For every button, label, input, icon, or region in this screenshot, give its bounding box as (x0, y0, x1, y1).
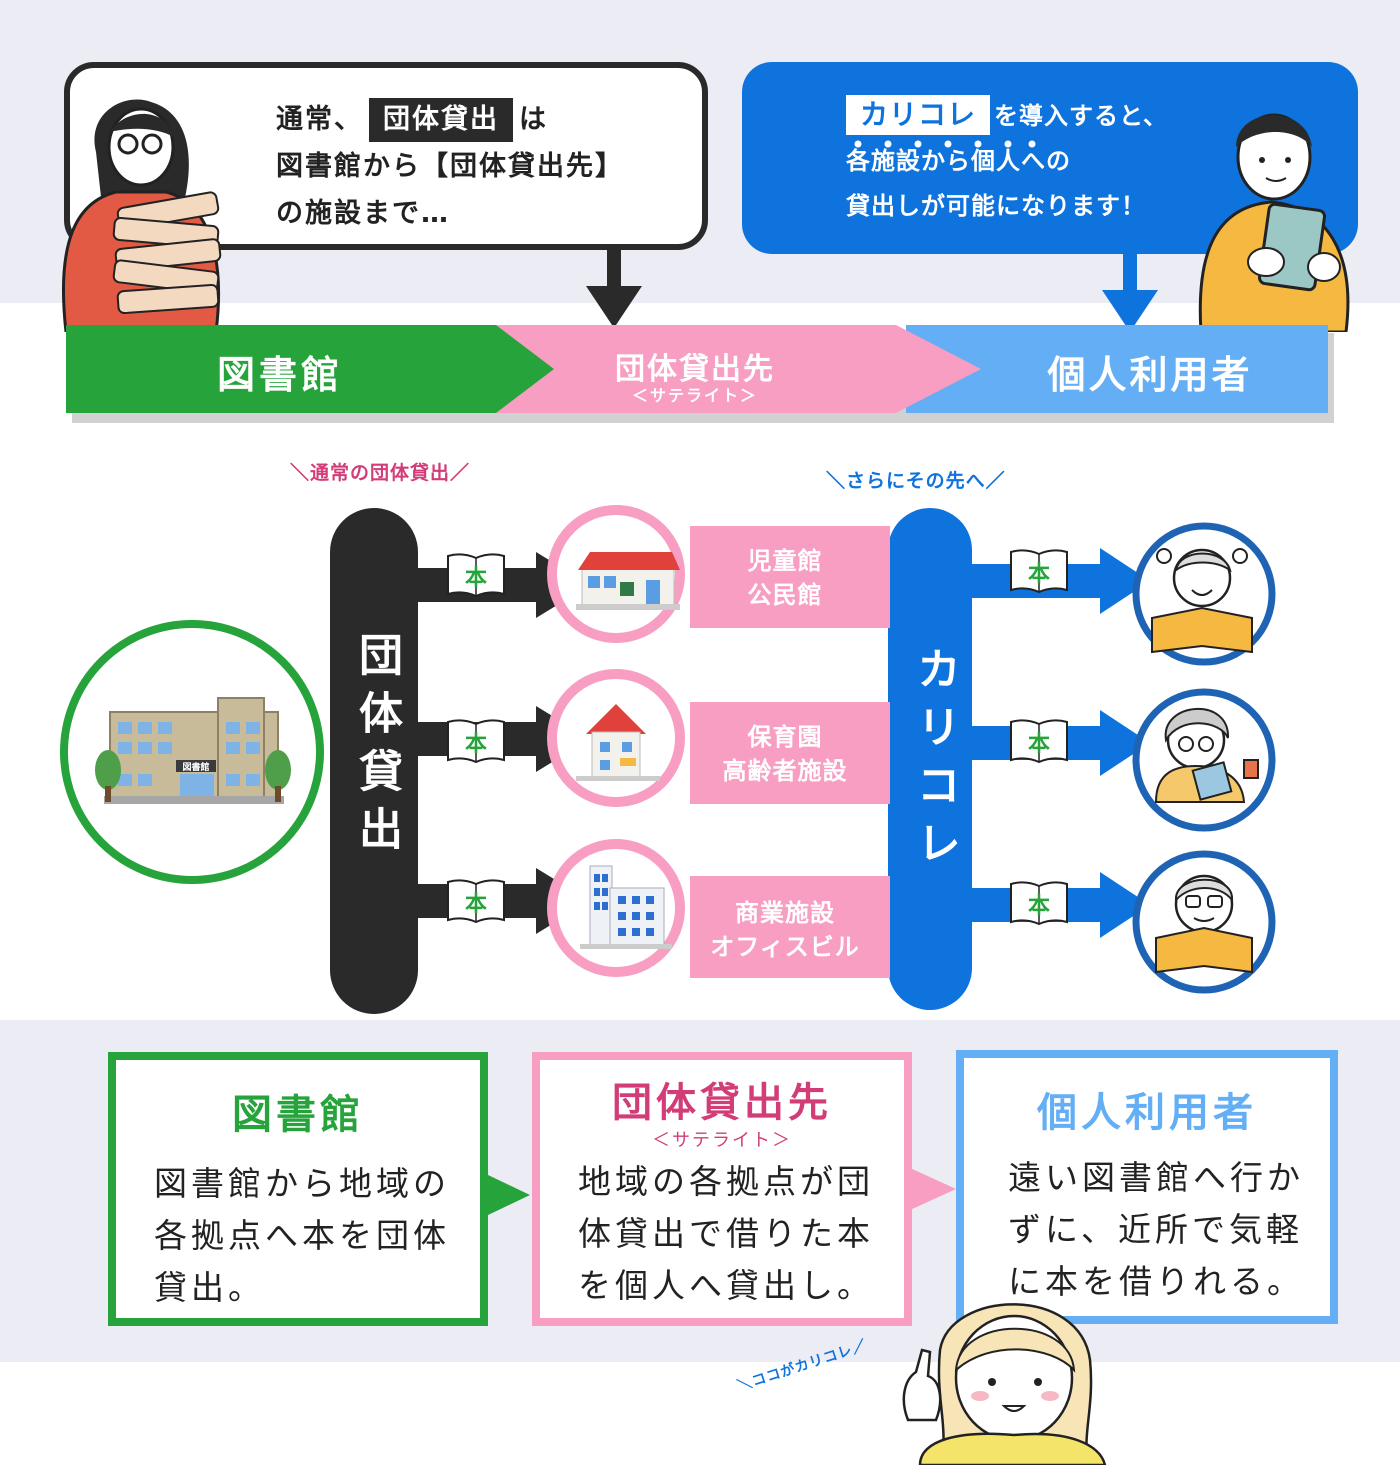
card-title: 団体貸出先 (612, 1080, 832, 1126)
flow-step-individual: 個人利用者 (1047, 353, 1253, 397)
card-body: 遠い図書館へ行か ずに、近所で気軽 に本を借りれる。 (1008, 1158, 1304, 1301)
book-icon: 本 (1008, 546, 1070, 596)
highlight-karikore: カリコレ (846, 95, 991, 135)
bar-label-karikore: カリコレ (909, 646, 960, 878)
card-group-destination: 団体貸出先 ＜サテライト＞ 地域の各拠点が団 体貸出で借りた本 を個人へ貸出し。 (532, 1052, 912, 1326)
facility-label: 商業施設 オフィスビル (710, 899, 860, 961)
book-icon: 本 (445, 876, 507, 926)
card-title: 個人利用者 (1037, 1090, 1257, 1136)
woman-carrying-books-illustration (62, 99, 222, 332)
library-building-icon (95, 697, 291, 804)
book-icon: 本 (1008, 716, 1070, 766)
nursery-icon (576, 704, 660, 781)
library-sign: 図書館 (182, 763, 210, 773)
flow-step-group-destination-sub: ＜サテライト＞ (631, 386, 758, 405)
bubble-left-line2: 図書館から【団体貸出先】 (276, 151, 624, 182)
man-with-tablet-illustration (1198, 113, 1350, 332)
book-icon: 本 (445, 716, 507, 766)
card-connector-arrow-pink (910, 1168, 956, 1210)
facility-label: 保育園 高齢者施設 (722, 723, 848, 785)
caption-further-beyond: ＼さらにその先へ／ (826, 470, 1006, 492)
card-connector-arrow-green (486, 1174, 530, 1216)
facility-label: 児童館 公民館 (747, 547, 823, 609)
bubble-right-line3: 貸出しが可能になります！ (846, 192, 1146, 220)
book-icon: 本 (1008, 878, 1070, 928)
bubble-left-line3: の施設まで… (276, 198, 450, 229)
community-hall-icon (576, 552, 680, 610)
arrow-down-blue-icon (1102, 252, 1158, 332)
bubble-right-line2: 各施設から個人への (846, 147, 1071, 175)
flow-step-library: 図書館 (216, 353, 343, 397)
lending-diagram (60, 505, 1276, 1014)
card-title: 図書館 (232, 1092, 364, 1138)
card-library: 図書館 図書館から地域の 各拠点へ本を団体 貸出。 (108, 1052, 488, 1326)
card-body: 地域の各拠点が団 体貸出で借りた本 を個人へ貸出し。 (578, 1162, 874, 1305)
book-icon: 本 (445, 550, 507, 600)
bubble-left-line1: 通常、団体貸出は (276, 96, 696, 143)
arrow-down-black-icon (586, 248, 642, 328)
card-individual: 個人利用者 遠い図書館へ行か ずに、近所で気軽 に本を借りれる。 (956, 1050, 1338, 1324)
emphasis-dots (854, 140, 1036, 148)
office-building-icon (580, 865, 672, 949)
bar-label-group-lending: 団体貸出 (351, 632, 402, 864)
woman-pointing-illustration (902, 1303, 1107, 1465)
card-body: 図書館から地域の 各拠点へ本を団体 貸出。 (154, 1164, 450, 1307)
card-subtitle: ＜サテライト＞ (652, 1130, 792, 1151)
elderly-man-reading-icon (1155, 874, 1253, 974)
flow-bar (66, 325, 1334, 423)
elderly-woman-reading-icon (1154, 707, 1259, 803)
highlight-group-lending: 団体貸出 (369, 98, 513, 142)
flow-step-group-destination: 団体貸出先 (615, 352, 775, 387)
bubble-right-line1: カリコレを導入すると、 (846, 94, 1266, 139)
caption-normal-group-lending: ＼通常の団体貸出／ (290, 462, 471, 484)
child-reading-icon (1151, 548, 1253, 654)
